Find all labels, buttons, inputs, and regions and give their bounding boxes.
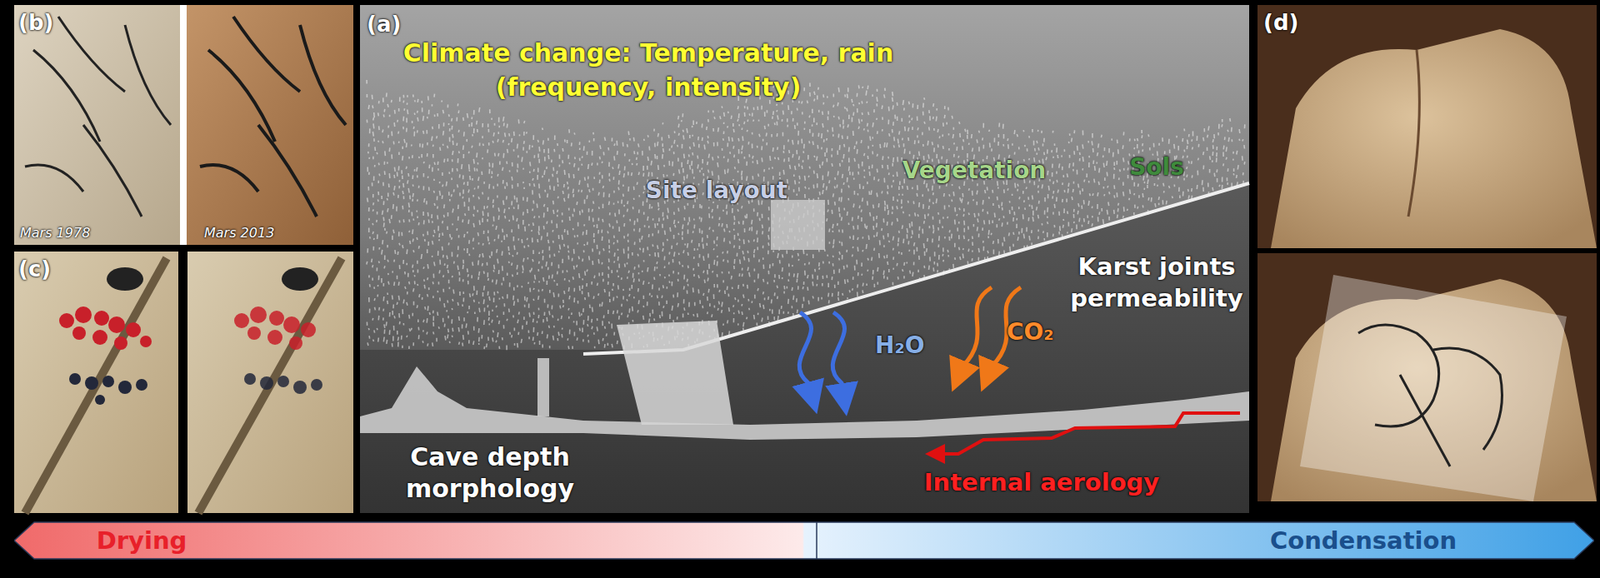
water-label: H₂O (875, 331, 925, 360)
photo-c (14, 251, 354, 514)
panel-letter: (b) (18, 10, 54, 36)
date-caption: Mars 2013 (204, 225, 275, 241)
panel-letter: (c) (18, 256, 51, 283)
photo-b (14, 5, 354, 245)
co2-label: CO₂ (1006, 318, 1055, 347)
panel-letter: (d) (1263, 10, 1299, 36)
panel-letter: (a) (366, 11, 401, 38)
soil-label: Sols (1129, 153, 1185, 182)
climate-label: Climate change: Temperature, rain (frequ… (390, 36, 907, 105)
date-caption: Mars 1978 (20, 225, 90, 241)
band-text: Drying (96, 526, 188, 555)
photo-d (1257, 5, 1597, 502)
cave-label: Cave depth morphology (394, 441, 586, 505)
site-label: Site layout (645, 176, 788, 205)
band-text: Condensation (1270, 526, 1457, 555)
vegetation-label: Vegetation (902, 156, 1047, 185)
aerology-label: Internal aerology (924, 468, 1160, 498)
karst-label: Karst joints permeability (1052, 251, 1261, 315)
gradient-band-arrow: Drying Condensation (14, 521, 1595, 560)
